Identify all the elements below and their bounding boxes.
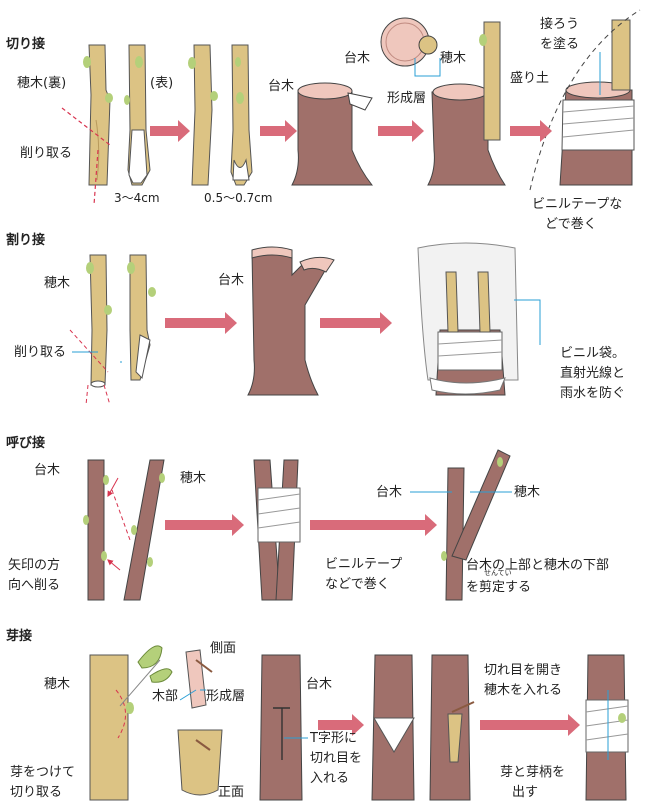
label-open-1: 切れ目を開き — [484, 663, 563, 678]
label-bag-2: 直射光線と — [560, 366, 626, 381]
split-rootstock — [247, 251, 331, 396]
label-tcut-2: 切れ目を — [310, 751, 363, 766]
kiritsugi-figures — [61, 9, 641, 206]
label-bud-1: 芽と芽柄を — [500, 765, 566, 780]
heading-metsugi: 芽接 — [6, 629, 33, 644]
label-xylem: 木部 — [152, 689, 179, 704]
label-bag-1: ビニル袋。 — [560, 346, 626, 361]
label-vinyl-1: ビニルテープな — [532, 197, 623, 212]
label-cut-bud-1: 芽をつけて — [10, 765, 76, 780]
label-arrow-dir-2: 向へ削る — [8, 578, 61, 593]
label-bud-2: 出す — [512, 785, 539, 800]
label-cambium-1: 形成層 — [387, 91, 427, 106]
flow-arrows-2 — [165, 312, 392, 334]
label-rootstock-1: 台木 — [268, 79, 295, 94]
label-scion-back: 穂木(裏) — [17, 76, 67, 91]
label-side: 側面 — [210, 641, 237, 656]
label-open-2: 穂木を入れる — [484, 683, 563, 698]
label-prune-1: 台木の上部と穂木の下部 — [466, 558, 610, 573]
label-prune-ruby: せんてい — [484, 569, 512, 577]
label-scion-3: 穂木 — [180, 471, 207, 486]
label-tape-1: ビニルテープ — [325, 557, 403, 572]
red-dash-1 — [61, 107, 111, 146]
heading-kiritsugi: 切り接 — [6, 37, 46, 52]
label-vinyl-2: どで巻く — [545, 217, 597, 232]
label-rootstock-3b: 台木 — [376, 485, 403, 500]
yobitsugi-figures — [83, 449, 512, 601]
label-dim-2: 0.5〜0.7cm — [204, 191, 273, 205]
label-rootstock-3: 台木 — [34, 463, 61, 478]
label-rootstock-2: 台木 — [218, 273, 245, 288]
label-cut-bud-2: 切り取る — [10, 785, 63, 800]
label-tcut-3: 入れる — [310, 771, 350, 786]
label-bag-3: 雨水を防ぐ — [560, 386, 626, 401]
waritsugi-figures — [69, 242, 541, 406]
scion-back — [88, 44, 111, 186]
red-dash-2 — [93, 149, 99, 206]
flow-arrows-1 — [150, 120, 552, 142]
label-shave-2: 削り取る — [14, 345, 67, 360]
label-shave-1: 削り取る — [20, 146, 73, 161]
label-wax-2: を塗る — [540, 37, 580, 52]
label-tape-2: などで巻く — [325, 577, 390, 592]
label-mound: 盛り土 — [510, 71, 550, 86]
label-scion-1: 穂木 — [440, 51, 467, 66]
label-scion-4: 穂木 — [44, 677, 71, 692]
label-scion-2: 穂木 — [44, 276, 71, 291]
label-arrow-dir-1: 矢印の方 — [8, 558, 61, 573]
label-front: 正面 — [218, 785, 245, 800]
label-rootstock-cs: 台木 — [344, 51, 371, 66]
scion-cut-face — [128, 129, 148, 184]
label-prune-2: を剪定する — [466, 580, 532, 595]
label-rootstock-4: 台木 — [306, 677, 333, 692]
label-wax-1: 接ろう — [540, 17, 580, 32]
label-scion-3b: 穂木 — [514, 485, 541, 500]
label-cambium-4: 形成層 — [206, 689, 246, 704]
heading-waritsugi: 割り接 — [6, 233, 46, 248]
label-scion-front: (表) — [150, 76, 174, 91]
label-tcut-1: T字形に — [310, 731, 357, 746]
flow-arrows-4 — [318, 714, 580, 736]
metsugi-figures — [89, 645, 629, 801]
heading-yobitsugi: 呼び接 — [6, 436, 46, 451]
label-dim-1: 3〜4cm — [114, 191, 160, 205]
flow-arrows-3 — [165, 514, 437, 536]
